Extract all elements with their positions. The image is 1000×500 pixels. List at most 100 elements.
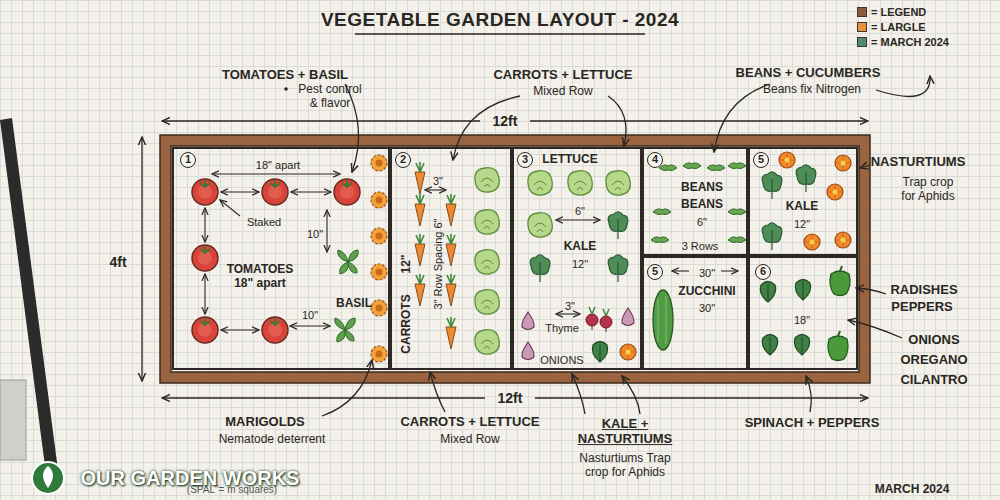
spacing-arrows (221, 191, 259, 192)
plant-label: MARCH 2024 (875, 483, 950, 497)
plants (762, 172, 782, 199)
spacing-label: 18" (794, 314, 810, 327)
callout-heading: OREGANO (900, 353, 967, 368)
plants (760, 282, 775, 303)
plants (522, 312, 534, 330)
plants (371, 264, 387, 280)
plants (804, 234, 820, 250)
spacing-label: 6" (697, 216, 707, 229)
plants (828, 331, 848, 361)
plants (608, 212, 628, 239)
dimension-label: 12ft (498, 390, 523, 406)
spacing-arrows (204, 274, 205, 314)
spacing-arrows (290, 325, 330, 326)
plant-label: BEANS (681, 198, 723, 212)
legend-swatch (857, 22, 867, 32)
leader-lines (806, 376, 811, 412)
dimension-lines (141, 137, 142, 381)
leader-lines (714, 84, 770, 152)
plants (415, 234, 425, 266)
garden-plot: 23"12"CARROTS3" Row Spacing 6" (390, 147, 512, 370)
plot-number: 6 (755, 264, 771, 280)
plants (608, 255, 628, 282)
plants (522, 342, 534, 360)
legend-text: = MARCH 2024 (871, 36, 949, 49)
callout-note: Trap crop for Aphids (895, 176, 961, 204)
plants (371, 192, 387, 208)
callout-heading: KALE + NASTURTIUMS (575, 417, 675, 447)
leader-lines (860, 165, 870, 168)
callout-note: Beans fix Nitrogen (763, 83, 861, 97)
plants (371, 155, 387, 171)
plants (762, 223, 782, 250)
plant-label: CARROTS (400, 294, 414, 353)
plants (830, 266, 850, 296)
spacing-arrows (672, 270, 689, 271)
spacing-arrows (326, 210, 327, 252)
plant-label: LETTUCE (542, 153, 597, 167)
plants (728, 237, 746, 243)
plants (475, 290, 499, 314)
spacing-label: ONIONS (540, 354, 583, 367)
leader-lines (876, 76, 930, 96)
plants (530, 255, 550, 282)
plot-number: 5 (753, 152, 769, 168)
spacing-label: 6" (575, 205, 585, 218)
title-underline (355, 33, 645, 35)
garden-plot: 118" apartStaked10"TOMATOES 18" apart10"… (172, 147, 390, 370)
garden-bed (160, 135, 870, 383)
plants (446, 194, 456, 226)
leader-lines (856, 288, 886, 294)
garden-bed (166, 141, 865, 378)
plants (446, 274, 456, 306)
spacing-arrows (556, 313, 580, 314)
title-underline (355, 34, 645, 35)
callout-heading: SPINACH + PEPPERS (745, 416, 880, 431)
spacing-arrows (212, 173, 340, 174)
plants (651, 237, 669, 243)
dimension-label: 4ft (109, 254, 126, 270)
plants (795, 280, 810, 301)
callout-heading: NASTURTIUMS (871, 155, 966, 170)
garden-plot: 5KALE12" (748, 147, 858, 256)
plants (659, 165, 677, 171)
plants (371, 228, 387, 244)
plants (334, 179, 360, 205)
plot-number: 3 (517, 152, 533, 168)
plants (762, 335, 777, 356)
callout-heading: CILANTRO (900, 373, 967, 388)
dimension-lines (535, 397, 868, 398)
plot-number: 1 (180, 152, 196, 168)
leader-lines (608, 96, 626, 146)
plants (528, 171, 552, 195)
plant-label: BASIL (336, 297, 372, 311)
plant-label: KALE (786, 200, 819, 214)
spacing-arrows (556, 219, 600, 220)
spacing-arrows (221, 329, 259, 330)
legend-text: = LEGEND (871, 6, 926, 19)
plot-number: 5 (647, 264, 663, 280)
plant-label: BEANS (681, 181, 723, 195)
spacing-arrows (204, 208, 205, 242)
plants (835, 155, 851, 171)
callout-heading: TOMATOES + BASIL (222, 68, 348, 83)
plant-label: ZUCCHINI (678, 285, 735, 299)
garden-bed (171, 146, 859, 372)
callout-note: Nasturtiums Trap crop for Aphids (573, 452, 678, 480)
plants (371, 300, 387, 316)
plants (620, 344, 636, 360)
desk-items (0, 380, 26, 460)
plants (794, 335, 809, 356)
plants (475, 250, 499, 274)
spacing-arrows (425, 189, 446, 190)
plants (653, 290, 673, 350)
plants (586, 307, 598, 330)
desk-items (0, 118, 58, 474)
garden-plot: 530"ZUCCHINI30" (642, 256, 748, 370)
callout-heading: MARIGOLDS (225, 415, 304, 430)
plants (622, 308, 634, 326)
plants (475, 210, 499, 234)
callout-heading: ONIONS (908, 333, 959, 348)
spacing-label: 3" (433, 175, 443, 188)
leader-lines (284, 76, 930, 416)
